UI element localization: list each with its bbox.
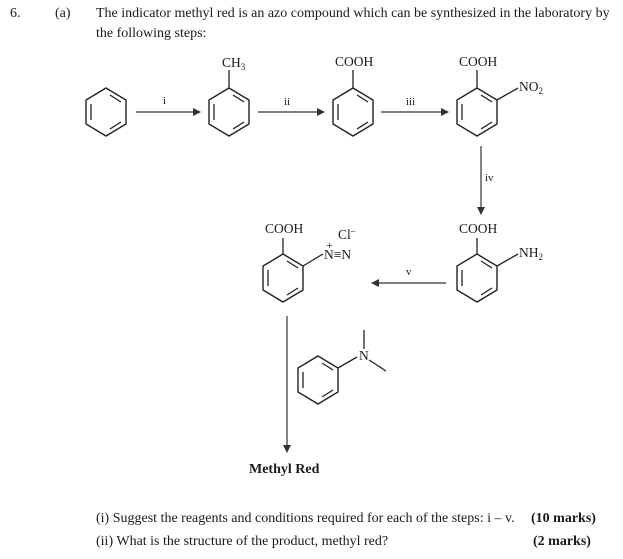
amino-group-label: NH2 — [519, 245, 544, 262]
diazonium-ring — [262, 238, 324, 303]
step-label-iv: iv — [485, 172, 494, 184]
nh2-text: NH — [519, 245, 539, 260]
toluene-ring — [208, 70, 250, 137]
diazonium-charge-label: + — [326, 238, 333, 252]
question-intro-line2: the following steps: — [96, 26, 207, 41]
benzoic-acid-ring — [332, 70, 374, 137]
dimethylaniline-ring — [297, 330, 387, 405]
step-label-i: i — [163, 95, 167, 107]
anthranilic-acid-cooh-label: COOH — [459, 221, 498, 236]
dimethylamino-n-label: N — [359, 348, 369, 363]
nitrobenzoic-acid-ring — [456, 70, 519, 137]
cl-charge: – — [350, 226, 356, 236]
question-intro-line1: The indicator methyl red is an azo compo… — [96, 6, 610, 21]
nitrobenzoic-acid-cooh-label: COOH — [459, 54, 498, 69]
part-i-marks: (10 marks) — [531, 511, 596, 526]
part-i-text: (i) Suggest the reagents and conditions … — [96, 511, 515, 526]
step-label-iii: iii — [406, 96, 416, 108]
diazonium-cooh-label: COOH — [265, 221, 304, 236]
step-label-v: v — [406, 266, 412, 278]
no2-text: NO — [519, 79, 539, 94]
ch3-text: CH — [222, 55, 241, 70]
part-ii-marks: (2 marks) — [533, 534, 591, 549]
no2-subscript: 2 — [538, 86, 544, 96]
anthranilic-acid-ring — [456, 238, 519, 303]
step-label-ii: ii — [284, 96, 291, 108]
toluene-ch3-label: CH3 — [222, 55, 246, 72]
chloride-counterion-label: Cl– — [338, 226, 356, 242]
nh2-subscript: 2 — [538, 252, 544, 262]
diazonium-group-label: N≡N — [324, 247, 352, 262]
part-ii-text: (ii) What is the structure of the produc… — [96, 534, 389, 549]
question-number: 6. — [10, 6, 21, 21]
product-label: Methyl Red — [249, 462, 320, 477]
benzoic-acid-cooh-label: COOH — [335, 54, 374, 69]
ch3-subscript: 3 — [240, 62, 246, 72]
nitro-group-label: NO2 — [519, 79, 544, 96]
question-part-label: (a) — [55, 6, 71, 21]
benzene-ring — [85, 87, 127, 137]
cl-text: Cl — [338, 227, 351, 242]
